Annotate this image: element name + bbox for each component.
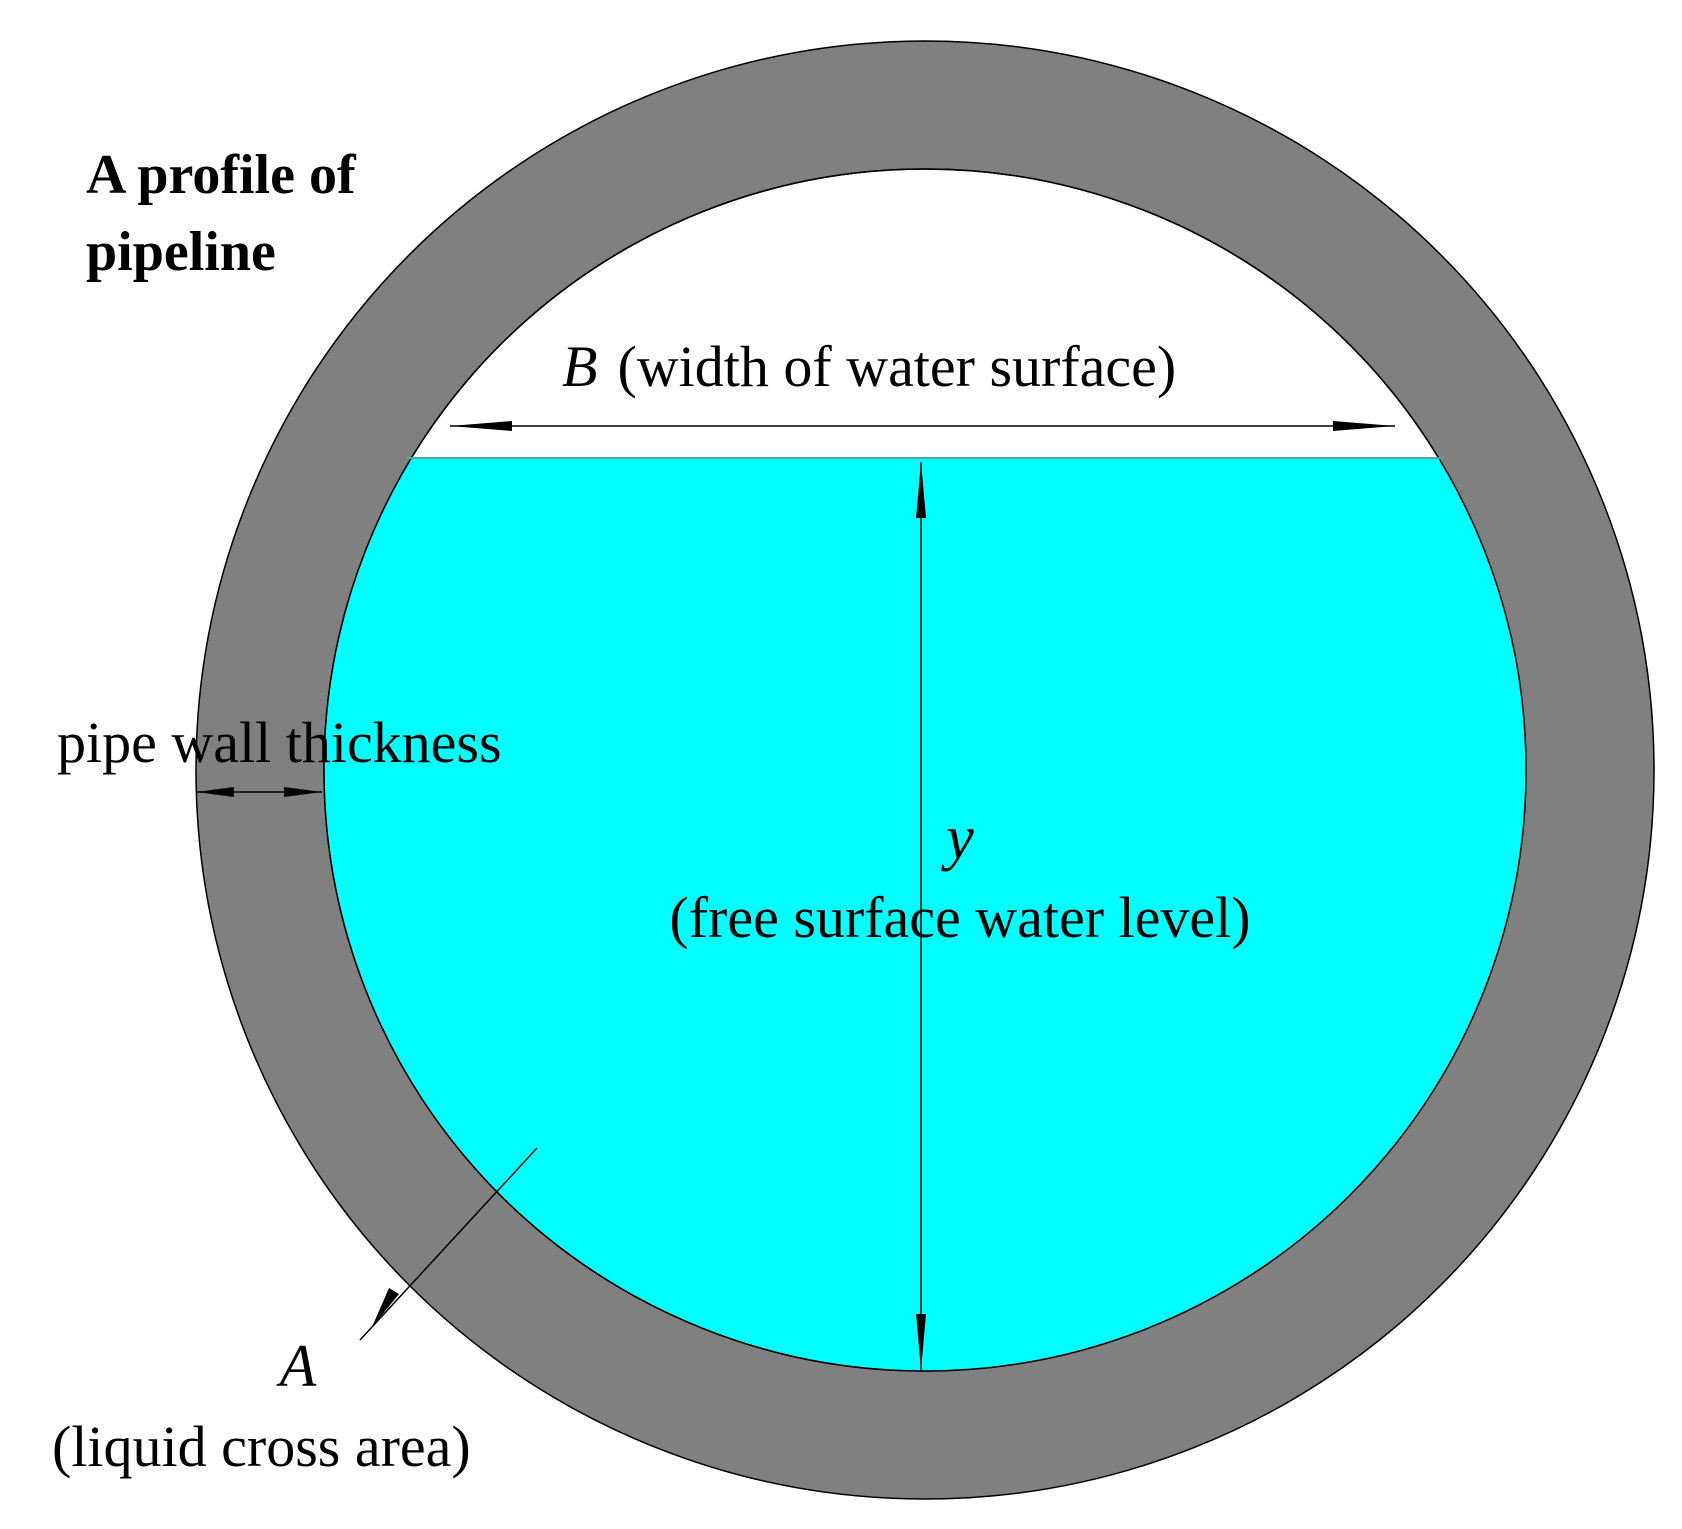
pipe-inner-edge bbox=[323, 168, 1527, 1372]
area-leader bbox=[359, 1147, 538, 1341]
level-arrow-top bbox=[916, 462, 926, 518]
area-symbol: A bbox=[276, 1333, 317, 1399]
level-dimension bbox=[916, 462, 926, 1370]
width-description: (width of water surface) bbox=[617, 334, 1176, 399]
level-description: (free surface water level) bbox=[669, 885, 1250, 950]
area-leader-arrow bbox=[372, 1288, 399, 1327]
wall-arrow-left bbox=[196, 787, 234, 797]
wall-arrow-right bbox=[284, 787, 322, 797]
width-label: B (width of water surface) bbox=[562, 334, 1176, 399]
width-symbol: B bbox=[562, 334, 597, 399]
diagram-title-line2: pipeline bbox=[86, 221, 276, 283]
area-description: (liquid cross area) bbox=[52, 1414, 471, 1479]
level-symbol: y bbox=[940, 804, 974, 872]
width-arrow-left bbox=[450, 421, 512, 431]
wall-thickness-label: pipe wall thickness bbox=[57, 710, 502, 775]
width-arrow-right bbox=[1333, 421, 1395, 431]
level-arrow-bottom bbox=[916, 1314, 926, 1370]
diagram-title-line1: A profile of bbox=[86, 144, 357, 206]
width-dimension bbox=[450, 421, 1395, 431]
wall-thickness-dimension bbox=[196, 787, 322, 797]
